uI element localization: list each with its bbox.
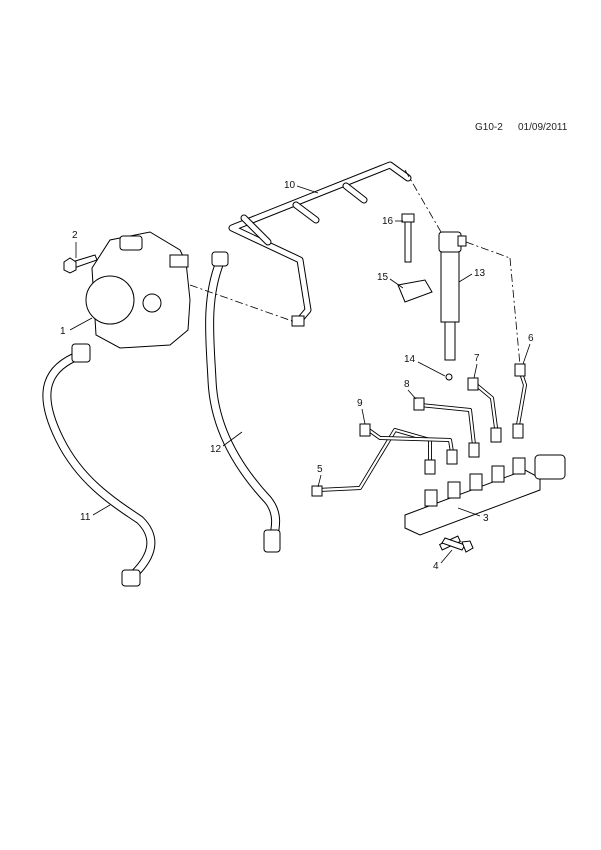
hose-12 <box>205 251 281 553</box>
callout-15[interactable]: 15 <box>377 272 404 289</box>
fuel-rail-3 <box>404 454 566 551</box>
callout-1[interactable]: 1 <box>60 317 93 337</box>
injection-pipes <box>311 363 527 497</box>
clamp-15 <box>397 213 433 303</box>
callout-7[interactable]: 7 <box>473 353 480 379</box>
svg-text:14: 14 <box>404 354 416 365</box>
return-line-10 <box>228 161 412 327</box>
callout-13[interactable]: 13 <box>458 268 486 283</box>
svg-text:8: 8 <box>404 379 410 390</box>
svg-text:9: 9 <box>357 398 363 409</box>
callout-6[interactable]: 6 <box>522 333 534 365</box>
hose-11 <box>42 343 156 587</box>
svg-text:12: 12 <box>210 444 222 455</box>
svg-text:10: 10 <box>284 180 296 191</box>
svg-text:4: 4 <box>433 561 439 572</box>
callout-11[interactable]: 11 <box>80 504 111 523</box>
svg-text:5: 5 <box>317 464 323 475</box>
callout-3[interactable]: 3 <box>457 507 489 524</box>
callout-8[interactable]: 8 <box>404 379 417 400</box>
svg-text:16: 16 <box>382 216 394 227</box>
diagram-code: G10-2 <box>475 122 503 133</box>
callout-9[interactable]: 9 <box>357 398 366 425</box>
callout-14[interactable]: 14 <box>404 354 446 377</box>
callout-5[interactable]: 5 <box>317 464 323 488</box>
callout-12[interactable]: 12 <box>210 431 243 455</box>
svg-text:3: 3 <box>483 513 489 524</box>
svg-text:6: 6 <box>528 333 534 344</box>
callout-10[interactable]: 10 <box>284 180 319 194</box>
svg-text:7: 7 <box>474 353 480 364</box>
bolt-4 <box>441 537 474 553</box>
diagram-date: 01/09/2011 <box>518 122 568 133</box>
svg-text:1: 1 <box>60 326 66 337</box>
high-pressure-pump <box>85 231 296 349</box>
callout-16[interactable]: 16 <box>382 216 403 227</box>
callout-2[interactable]: 2 <box>72 230 78 258</box>
svg-text:2: 2 <box>72 230 78 241</box>
callout-4[interactable]: 4 <box>433 549 453 572</box>
svg-text:13: 13 <box>474 268 486 279</box>
bolt-2 <box>63 254 98 274</box>
svg-text:15: 15 <box>377 272 389 283</box>
injector-13 <box>404 169 521 381</box>
svg-text:11: 11 <box>80 512 91 523</box>
